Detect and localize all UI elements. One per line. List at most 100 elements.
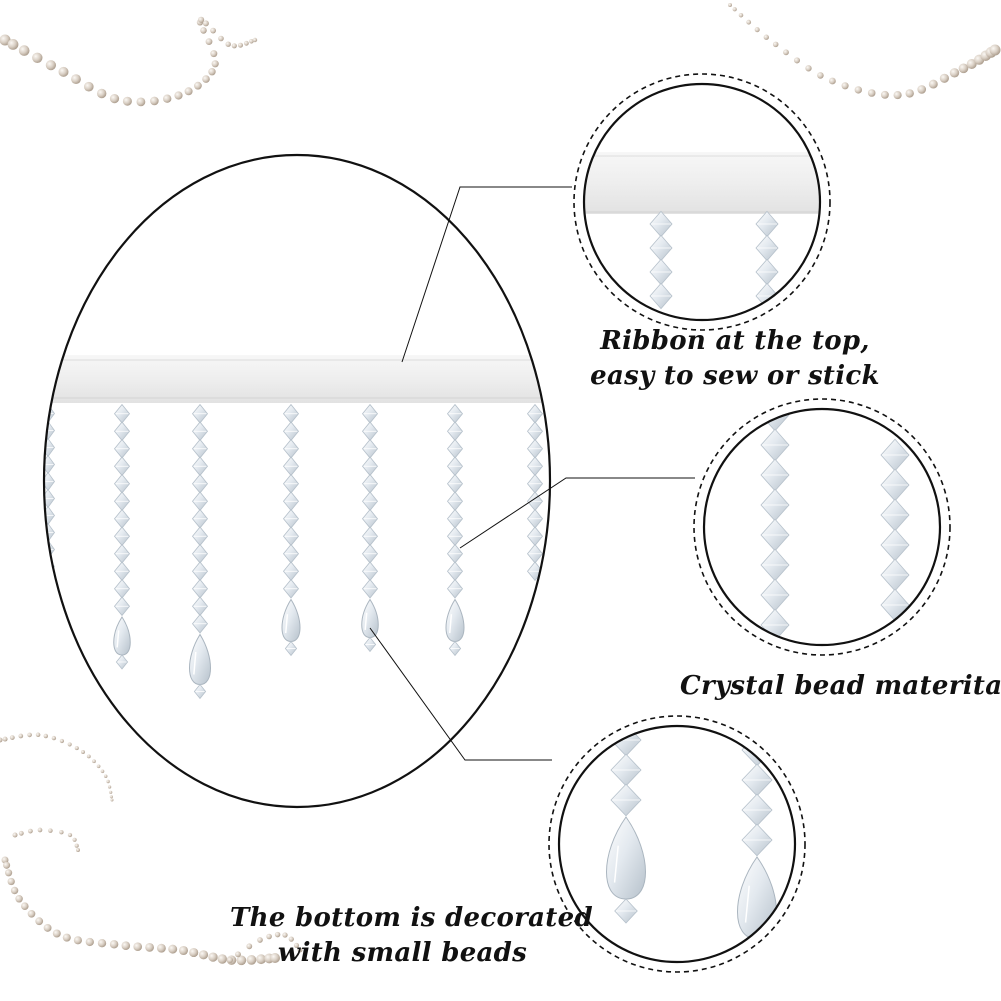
pearl-bead (174, 91, 183, 100)
crystal-zoom-frame (702, 407, 942, 647)
ribbon-caption-line-2: easy to sew or stick (590, 361, 880, 391)
pearl-bead (48, 828, 53, 833)
pearl-bead (200, 27, 207, 34)
pearl-bead (235, 951, 241, 958)
main-product-view (44, 355, 550, 700)
pearl-bead (217, 954, 228, 964)
pearl-bead (59, 829, 64, 835)
pearl-bead (100, 769, 105, 774)
pearl-bead (772, 41, 779, 48)
pearl-bead (103, 774, 108, 778)
pearl-bead (35, 732, 41, 738)
pearl-bead (236, 955, 247, 966)
teardrop-bead (189, 633, 211, 686)
pearl-bead (202, 20, 209, 27)
pearl-bead (97, 939, 107, 948)
pearl-bead (107, 785, 112, 789)
pearl-bead (5, 869, 13, 877)
crystal-leader-line (459, 477, 695, 549)
pearl-bead (738, 12, 744, 18)
pearl-bead (282, 932, 288, 938)
teardrop-bead (445, 598, 465, 643)
pearl-bead (121, 941, 131, 950)
bottom-caption-line-1: The bottom is decorated (230, 903, 593, 933)
pearl-bead (246, 943, 253, 950)
pearl-bead (62, 933, 71, 942)
pearl-bead (966, 59, 977, 69)
pearl-bead (198, 16, 205, 23)
pearl-bead (728, 3, 732, 7)
crystal-bead (745, 938, 769, 962)
pearl-bead (37, 827, 43, 833)
pearl-bead (12, 832, 18, 838)
pearl-bead (989, 44, 1001, 56)
teardrop-bead (737, 856, 777, 940)
pearl-bead (52, 929, 61, 938)
pearl-bead (67, 742, 72, 747)
pearl-bead (939, 73, 949, 83)
pearl-bead (109, 790, 113, 794)
pearl-bead (293, 942, 300, 948)
pearl-bead (917, 85, 927, 94)
pearl-bead (122, 96, 132, 106)
pearl-bead (841, 82, 849, 90)
ribbon-band-zoom (584, 152, 820, 214)
crystal-zoom-view (760, 409, 910, 645)
crystal-caption: Crystal bead materital (680, 669, 1001, 704)
pearl-bead (74, 843, 79, 848)
pearl-bead (257, 937, 263, 943)
pearl-bead (109, 940, 119, 949)
pearl-bead (949, 68, 960, 78)
pearl-bead (958, 63, 969, 74)
pearl-bead (828, 77, 836, 85)
pearl-bead (225, 41, 231, 47)
pearl-bead (81, 750, 85, 754)
pearl-bead (150, 96, 159, 106)
pearl-bead (51, 735, 57, 741)
pearl-bead (76, 848, 80, 852)
pearl-bead (133, 942, 143, 952)
ribbon-zoom-view (584, 152, 820, 310)
pearl-bead (867, 89, 876, 97)
pearl-bead (218, 35, 224, 42)
pearl-bead (18, 733, 24, 739)
pearl-bead (7, 877, 15, 886)
pearl-bead (18, 45, 30, 56)
pearl-bead (2, 736, 8, 742)
pearl-bead (288, 936, 294, 942)
pearl-bead (754, 27, 760, 33)
bottom-bead-zoom-frame (557, 724, 797, 964)
teardrop-bead (281, 598, 301, 643)
pearl-bead (270, 953, 280, 963)
pearl-bead (35, 917, 44, 926)
pearl-bead (211, 60, 219, 68)
pearl-bead (208, 68, 216, 76)
pearl-bead (266, 933, 272, 940)
crystal-bead (760, 638, 790, 645)
pearl-bead (763, 34, 769, 40)
pearl-bead (252, 37, 258, 43)
pearl-bead (184, 87, 193, 96)
bottom-caption-line-2: with small beads (277, 938, 528, 968)
pearl-bead (1, 856, 9, 864)
pearl-bead (231, 43, 237, 49)
pearl-bead (28, 828, 33, 834)
pearl-bead (74, 746, 79, 751)
pearl-strand-decoration (0, 3, 1001, 966)
pearl-bead (163, 94, 172, 103)
pearl-bead (880, 90, 889, 99)
pearl-bead (156, 943, 166, 953)
pearl-bead (7, 39, 19, 50)
pearl-bead (783, 49, 789, 56)
pearl-bead (9, 735, 15, 740)
pearl-bead (928, 79, 938, 89)
pearl-bead (805, 65, 812, 72)
teardrop-bead (361, 598, 379, 639)
pearl-bead (43, 733, 49, 739)
pearl-bead (110, 798, 114, 802)
pearl-bead (67, 832, 73, 838)
pearl-bead (793, 57, 801, 64)
crystal-caption-line-1: Crystal bead materital (680, 671, 1001, 701)
pearl-bead (71, 74, 81, 84)
